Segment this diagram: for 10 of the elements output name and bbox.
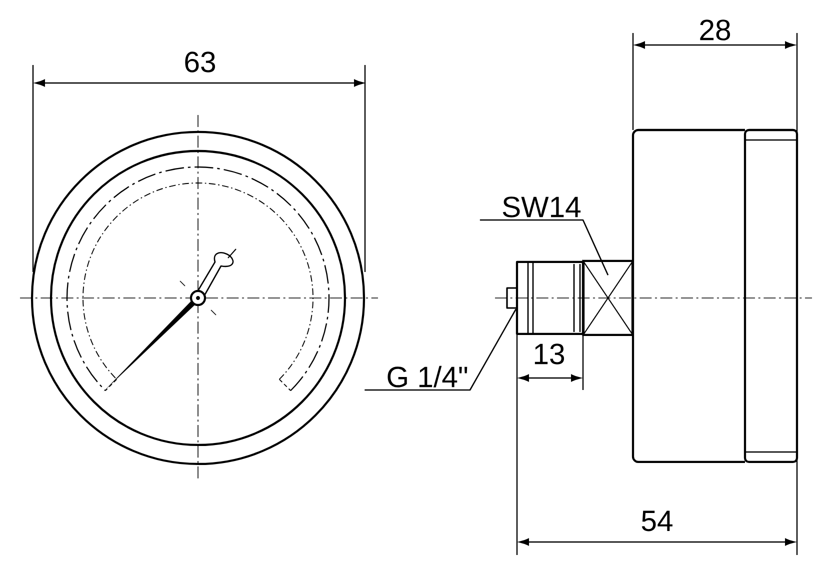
dimension-label: 13 [534, 344, 564, 364]
callout-text: G 1/4" [388, 366, 468, 388]
leader-line [480, 219, 609, 276]
dimension-label: 28 [700, 20, 730, 40]
leader-line [364, 308, 517, 391]
threaded-connector [506, 260, 584, 336]
dimension-label: 54 [642, 510, 672, 532]
hex-nut [582, 259, 634, 337]
callout-text: SW14 [502, 196, 581, 218]
dimension-label: 63 [185, 52, 216, 72]
